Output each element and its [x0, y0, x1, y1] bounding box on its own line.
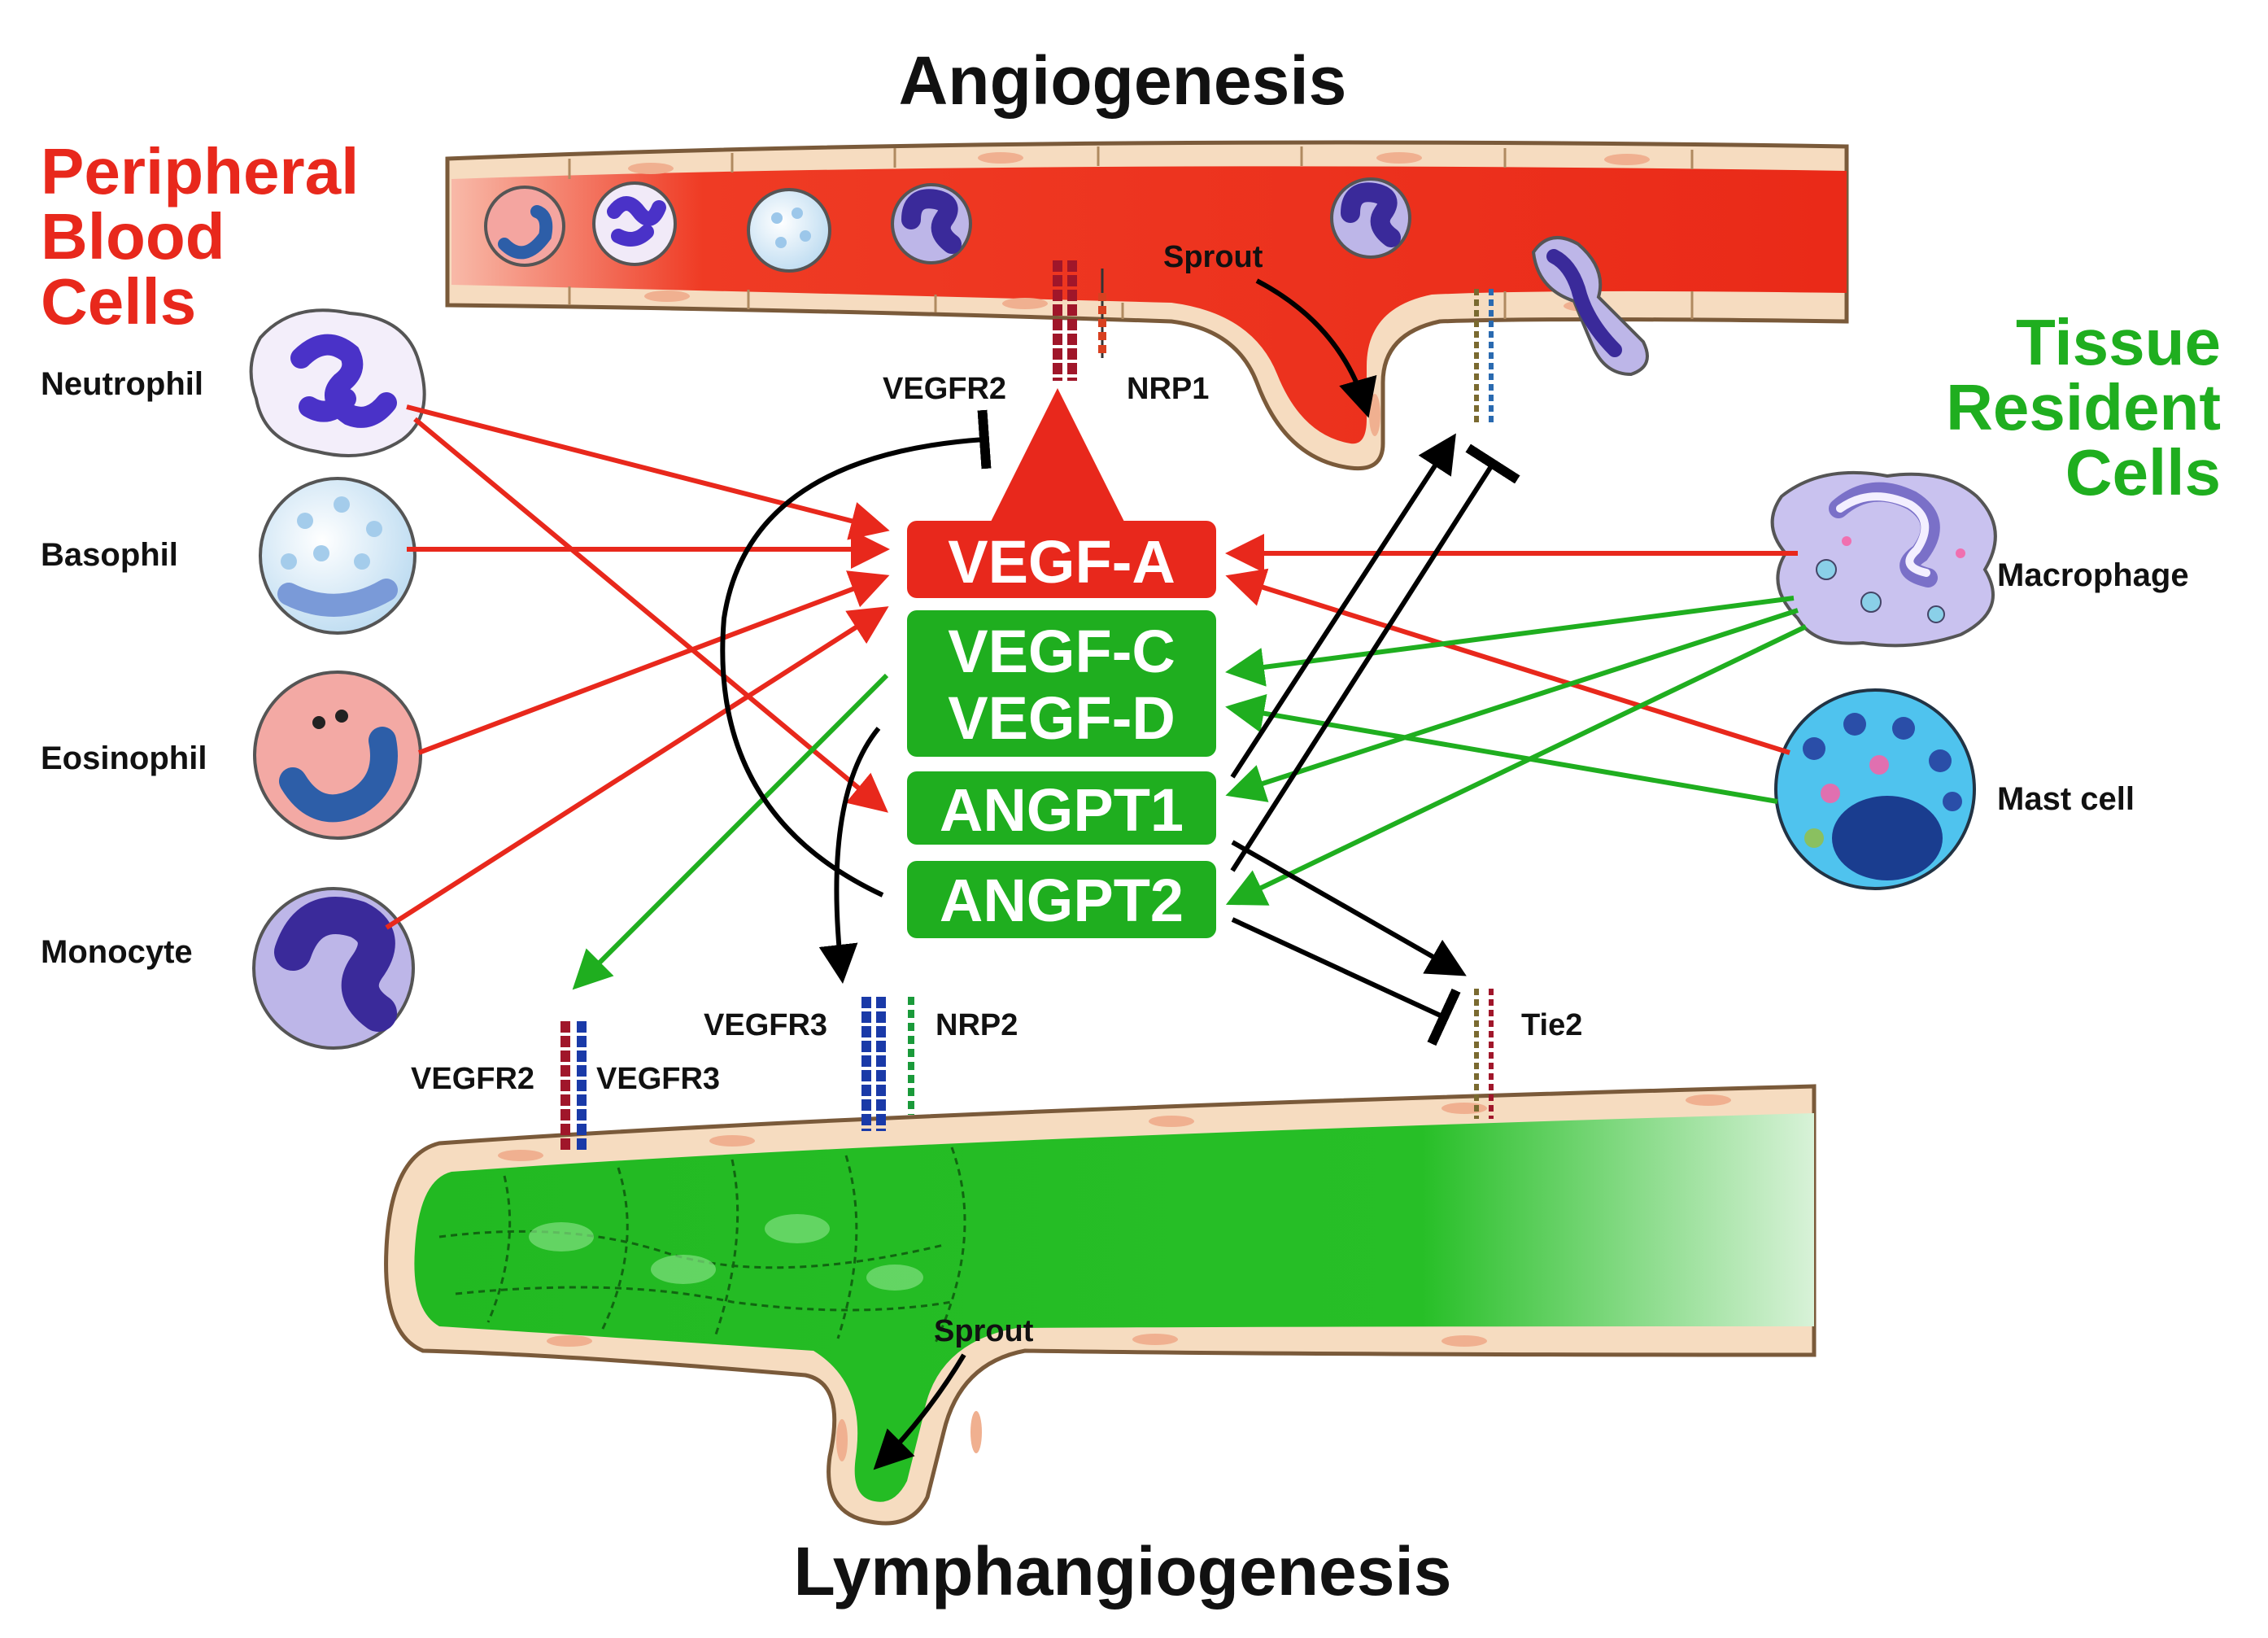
eosinophil-cell — [253, 670, 422, 840]
mast-cell — [1774, 688, 1976, 890]
lymph-lumen — [414, 1113, 1814, 1502]
peripheral-heading-line-1: Peripheral — [41, 135, 359, 207]
tissue-heading-line-1: Tissue — [2016, 306, 2221, 378]
arrow-vegfd-to-vegfr3 — [818, 727, 881, 984]
eosinophil-label: Eosinophil — [41, 740, 207, 776]
lymph-endothelial-pattern — [438, 1147, 966, 1343]
vegf-d-label: VEGF-D — [948, 684, 1175, 752]
vegf-a-box: VEGF-A — [907, 521, 1216, 598]
arrow-angpt1-to-tie2-bottom — [1231, 840, 1467, 976]
tie2-label: Tie2 — [1521, 1008, 1582, 1042]
vegfr2-receptor-top — [1053, 260, 1077, 381]
macrophage-label: Macrophage — [1997, 557, 2189, 593]
arrow-macrophage-to-angpt1 — [1225, 608, 1799, 802]
arrow-neutrophil-to-vegfa — [406, 404, 890, 540]
lymphatic-vessel — [384, 1084, 1817, 1526]
vegf-a-label: VEGF-A — [948, 528, 1175, 596]
angpt1-box: ANGPT1 — [907, 771, 1216, 845]
nrp1-label: NRP1 — [1127, 372, 1209, 406]
mast-cell-label: Mast cell — [1997, 781, 2135, 817]
vessel-basophil — [747, 188, 831, 273]
sprout-direction-bottom — [873, 1353, 966, 1470]
lymph-lumen-highlights — [529, 1214, 923, 1291]
vegfr2-bottom-label: VEGFR2 — [411, 1062, 534, 1096]
vegf-cd-box: VEGF-C VEGF-D — [907, 610, 1216, 757]
arrow-macrophage-to-angpt2 — [1225, 624, 1808, 906]
arrow-mastcell-to-vegfa — [1225, 568, 1790, 755]
angpt1-label: ANGPT1 — [940, 776, 1184, 844]
tissue-heading-line-3: Cells — [2065, 436, 2221, 509]
sprout-label-top: Sprout — [1163, 240, 1263, 274]
inhibit-angpt2-to-tie2-bottom — [1231, 917, 1461, 1046]
arrow-monocyte-to-vegfa — [385, 606, 889, 930]
blood-vessel — [445, 140, 1849, 471]
arrow-angpt1-to-tie2-top — [1230, 433, 1456, 779]
nrp2-label: NRP2 — [936, 1008, 1018, 1042]
basophil-cell — [259, 477, 417, 635]
arrow-eosinophil-to-vegfa — [417, 570, 890, 755]
macrophage-cell — [1770, 470, 1997, 648]
angpt2-box: ANGPT2 — [907, 861, 1216, 938]
extravasating-monocyte — [1531, 236, 1649, 377]
angpt2-label: ANGPT2 — [940, 867, 1184, 934]
vessel-monocyte — [891, 183, 972, 264]
basophil-label: Basophil — [41, 537, 178, 573]
vessel-monocyte-2 — [1330, 177, 1411, 259]
vegf-c-label: VEGF-C — [948, 618, 1175, 685]
sprout-label-bottom: Sprout — [934, 1314, 1034, 1348]
vessel-eosinophil — [484, 186, 565, 267]
tissue-resident-cells-heading: Tissue Resident Cells — [1946, 306, 2221, 509]
vegfr3-receptor-bottom — [861, 997, 886, 1131]
lymph-wall-nuclei — [498, 1094, 1731, 1461]
monocyte-label: Monocyte — [41, 934, 193, 970]
arrow-neutrophil-to-angpt1 — [413, 417, 888, 813]
peripheral-blood-cells-heading: Peripheral Blood Cells — [41, 135, 359, 338]
vegfr3-label: VEGFR3 — [704, 1008, 827, 1042]
vegfr2-top-label: VEGFR2 — [883, 372, 1006, 406]
vessel-neutrophil — [592, 181, 677, 266]
angiogenesis-title: Angiogenesis — [899, 42, 1347, 119]
green-arrows — [572, 596, 1808, 990]
tissue-heading-line-2: Resident — [1946, 371, 2221, 443]
inhibit-angpt2-to-tie2-top — [1230, 443, 1520, 872]
neutrophil-cell — [249, 308, 426, 457]
peripheral-heading-line-2: Blood — [41, 200, 225, 273]
peripheral-heading-line-3: Cells — [41, 265, 196, 338]
sprout-direction-top — [1255, 278, 1377, 418]
tie2-receptor-top — [1474, 289, 1494, 423]
arrow-mastcell-to-vegfd — [1225, 693, 1778, 804]
vegfr3-bottom-left-label: VEGFR3 — [596, 1062, 720, 1096]
red-arrows — [385, 388, 1798, 930]
inhibit-angpt2-to-vegfr2 — [720, 409, 992, 898]
black-arrows — [720, 278, 1520, 1470]
lymphangiogenesis-title: Lymphangiogenesis — [793, 1533, 1451, 1610]
blood-wall-cell-seams — [568, 146, 1694, 319]
monocyte-cell — [252, 887, 415, 1050]
tie2-receptor-bottom — [1474, 989, 1494, 1119]
arrow-macrophage-to-vegfc — [1225, 596, 1795, 687]
neutrophil-label: Neutrophil — [41, 366, 203, 402]
arrow-vegfc-to-lymph-receptors — [572, 673, 889, 990]
